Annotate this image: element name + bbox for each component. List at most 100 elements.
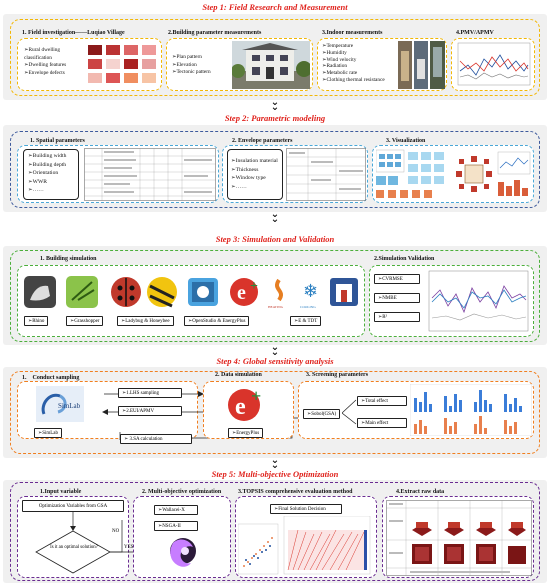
envelope-params-box xyxy=(227,149,283,200)
list-item: ➢Envelope defects xyxy=(24,69,65,76)
list-item: ➢Orientation xyxy=(28,170,59,177)
step5-s4-title: 4.Extract raw data xyxy=(396,489,445,495)
simlab-logo-text: SimLab xyxy=(58,402,81,410)
step5-s1-title: 1.Input variable xyxy=(40,489,82,495)
list-item: ➢Window type xyxy=(231,175,266,182)
sobol-gsa-button[interactable]: ➢Sobol(GSA) xyxy=(303,409,341,419)
step1-frame xyxy=(10,19,540,96)
parameter-table xyxy=(84,148,216,201)
e-tdt-button[interactable]: ➢E & TDT xyxy=(290,316,322,326)
nmbe-button[interactable]: ➢NMBE xyxy=(374,293,420,303)
openstudio-icon xyxy=(188,278,218,306)
topsis-charts xyxy=(238,516,371,575)
list-item: ➢Elevation xyxy=(172,61,197,68)
cvrmse-button[interactable]: ➢CVRMSE xyxy=(374,274,420,284)
measurement-photos xyxy=(398,41,445,89)
step4-title: Step 4: Global sensitivity analysis xyxy=(216,356,334,366)
grasshopper-button[interactable]: ➢Grasshopper xyxy=(66,316,104,326)
step1-s3-title: 3.Indoor measurements xyxy=(322,30,383,36)
honeybee-icon xyxy=(147,277,177,308)
step4-frame xyxy=(10,371,540,454)
svg-text:+: + xyxy=(251,386,261,406)
cooling-tool-icon: ❄ COOLING xyxy=(298,278,324,309)
grasshopper-icon xyxy=(66,276,98,308)
list-item: ➢WWR xyxy=(28,178,47,185)
chevron-down-icon: ⌄⌄ xyxy=(270,455,280,471)
spatial-params-box xyxy=(23,149,79,200)
step5-s3-title: 3.TOPSIS comprehensive evaluation method xyxy=(238,489,353,495)
sa-calculation-button[interactable]: ➢ 3.SA calculation xyxy=(120,434,192,444)
step1-title: Step 1: Field Research and Measurement xyxy=(202,2,348,12)
rhino-button[interactable]: ➢Rhino xyxy=(24,316,49,326)
list-item: ➢Humidity xyxy=(322,49,347,56)
wallacei-logo xyxy=(170,538,196,567)
raw-data-table xyxy=(386,500,532,576)
step1-s1-list: ➢Rural dwelling classification ➢Dwelling… xyxy=(24,47,84,77)
svg-text:HEATING: HEATING xyxy=(268,305,284,309)
eui-apmv-button[interactable]: ➢2.EUI/APMV xyxy=(118,406,182,416)
energyplus-logo: e + xyxy=(228,386,261,421)
list-item: ➢Plan pattern xyxy=(172,54,202,60)
step4-s1-title: 1. Conduct sampling xyxy=(22,375,80,381)
step2-frame xyxy=(10,131,540,208)
step1-s3-list: ➢Temperature ➢Humidity ➢Wind velocity ➢R… xyxy=(322,43,385,84)
svg-text:e: e xyxy=(235,394,246,420)
simlab-logo: SimLab xyxy=(36,386,84,422)
list-item: ➢Wind velocity xyxy=(322,56,357,63)
step3-s2-title: 2.Simulation Validation xyxy=(374,256,435,262)
step1-s2-list: ➢Plan pattern ➢Elevation ➢Tectonic patte… xyxy=(172,54,211,77)
step1-s1-title: 1. Field investigation——Luqiao Village xyxy=(22,30,125,36)
list-item: ➢Insulation material xyxy=(231,158,278,164)
envelope-table xyxy=(286,148,366,201)
nsga-button[interactable]: ➢NSGA-II xyxy=(154,521,198,531)
sensitivity-bar-charts xyxy=(410,384,532,436)
no-label: NO xyxy=(112,529,120,534)
chevron-down-icon: ⌄⌄ xyxy=(270,209,280,225)
wallacei-button[interactable]: ➢Wallacei-X xyxy=(154,505,198,515)
yes-label: YES xyxy=(124,545,134,550)
step3-s1-title: 1. Building simulation xyxy=(40,256,97,262)
r2-button[interactable]: ➢R² xyxy=(374,312,420,322)
ladybug-honeybee-button[interactable]: ➢Ladybug & Honeybee xyxy=(117,316,174,326)
building-photo xyxy=(232,41,310,89)
step4-s3-title: 3. Screening parameters xyxy=(306,372,369,378)
step5-s2-title: 2. Multi-objective optimization xyxy=(142,489,222,495)
rhino-icon xyxy=(24,276,56,308)
list-item: ➢Building width xyxy=(28,153,67,159)
step3-title: Step 3: Simulation and Validation xyxy=(215,234,335,244)
step5-frame xyxy=(10,482,540,581)
decision-text: Is it an optimal solution? xyxy=(50,545,98,550)
step4-s2-title: 2. Data simulation xyxy=(215,372,262,378)
software-icons: e+ HEATING ❄ COOLING xyxy=(24,276,358,309)
validation-line-chart xyxy=(428,270,529,332)
list-item: ➢Building depth xyxy=(28,161,67,168)
step1-s4-title: 4.PMV/APMV xyxy=(456,30,494,36)
list-item: ➢…… xyxy=(28,187,44,194)
list-item: ➢Tectonic pattern xyxy=(172,69,211,75)
energyplus-icon: e+ xyxy=(230,278,258,306)
step2-s1-title: 1. Spatial parameters xyxy=(30,138,85,144)
svg-text:COOLING: COOLING xyxy=(300,305,316,309)
list-item: ➢Thickness xyxy=(231,166,259,173)
energyplus-button[interactable]: ➢EnergyPlus xyxy=(228,428,264,438)
final-solution-button[interactable]: ➢Final Solution Decision xyxy=(270,504,342,514)
list-item: ➢Dwelling features xyxy=(24,62,67,68)
simlab-button[interactable]: ➢SimLab xyxy=(34,428,63,438)
list-item: ➢…… xyxy=(231,183,247,190)
lhs-sampling-button[interactable]: ➢1.LHS sampling xyxy=(118,388,182,398)
step2-s3-title: 3. Visualization xyxy=(386,138,426,144)
svg-text:+: + xyxy=(250,279,258,294)
openstudio-energyplus-button[interactable]: ➢OpenStudio & EnergyPlus xyxy=(184,316,250,326)
sobol-branch-arrows xyxy=(342,399,357,425)
total-effect-button[interactable]: ➢Total effect xyxy=(357,396,407,406)
step2-title: Step 2: Parametric modeling xyxy=(224,113,326,123)
list-item: ➢Rural dwelling classification xyxy=(24,47,61,61)
main-effect-button[interactable]: ➢Main effect xyxy=(357,418,407,428)
step1-s2-title: 2.Building parameter measurements xyxy=(168,30,262,36)
list-item: ➢Radiation xyxy=(322,63,348,70)
list-item: ➢Metabolic rate xyxy=(322,70,358,77)
pmv-line-chart xyxy=(457,42,531,86)
heating-tool-icon: HEATING xyxy=(266,278,292,309)
list-item: ➢Temperature xyxy=(322,43,354,49)
svg-text:❄: ❄ xyxy=(303,281,318,301)
